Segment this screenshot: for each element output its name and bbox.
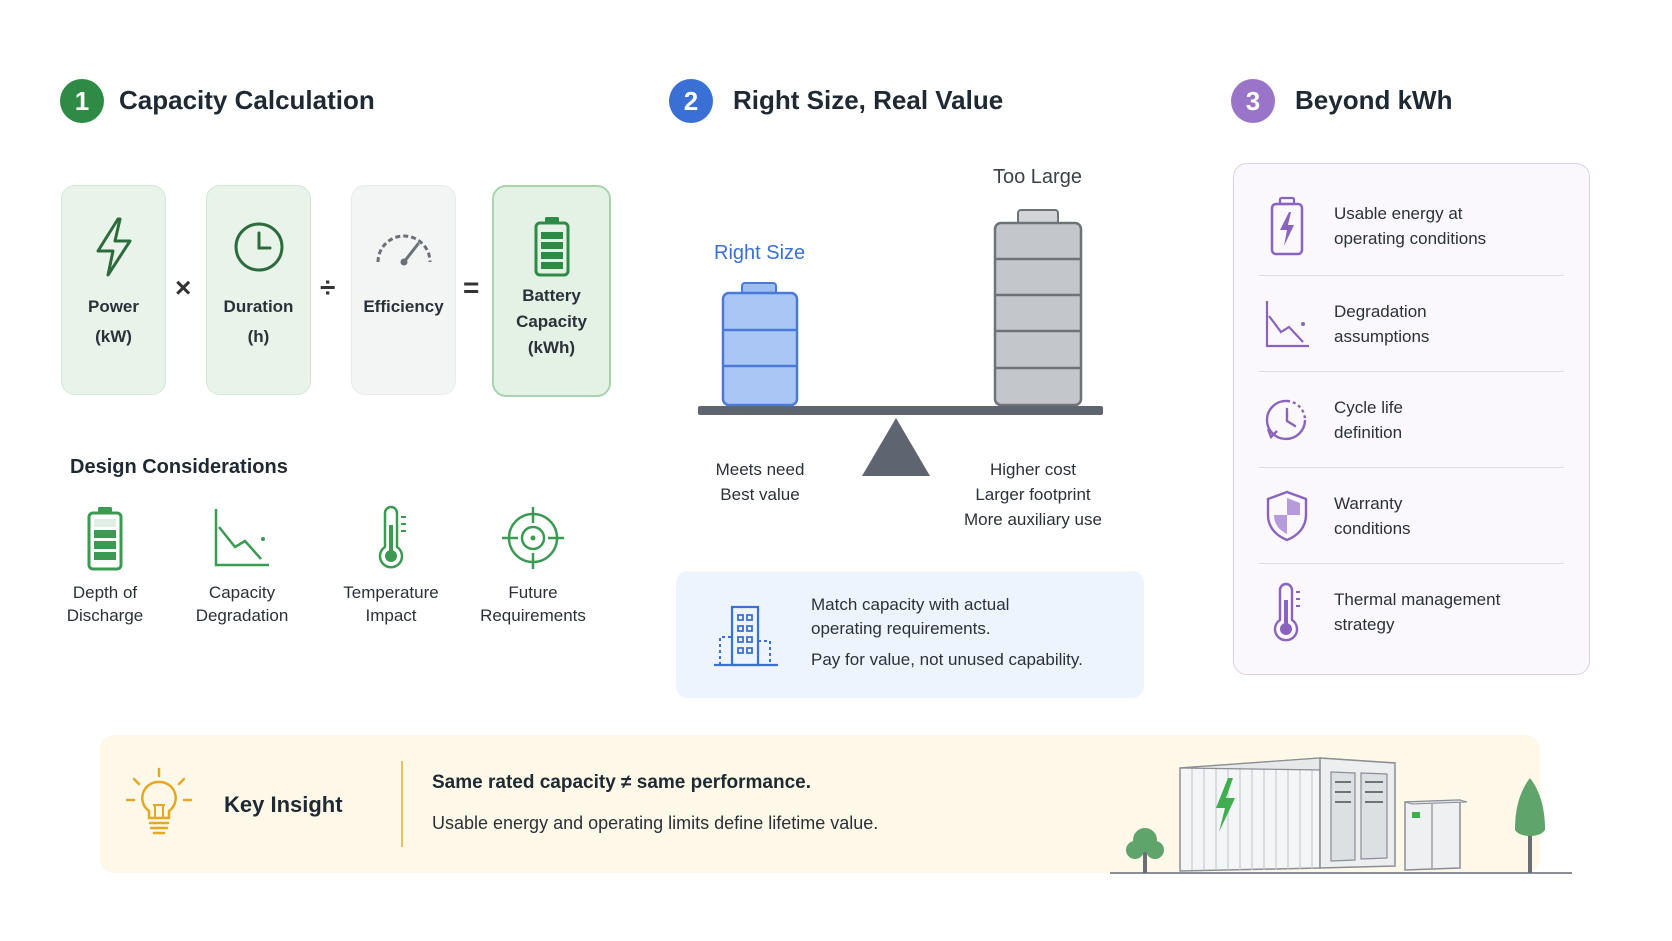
beyond-item-warranty: Warranty conditions: [1258, 468, 1564, 563]
multiply-operator: ×: [175, 272, 192, 303]
divider: [1258, 371, 1564, 372]
divider: [1258, 467, 1564, 468]
battery-label-1: Battery: [522, 286, 581, 305]
temperature-label-1: Temperature: [343, 583, 439, 602]
lightning-icon: [96, 217, 131, 277]
declining-chart-icon: [214, 509, 269, 567]
dod-label-2: Discharge: [66, 606, 144, 625]
battery-container: [1179, 757, 1396, 872]
scale-beam: [698, 406, 1103, 415]
tree-icon: [1515, 778, 1545, 873]
dod-label-1: Depth of: [72, 583, 138, 602]
shield-icon: [1266, 490, 1308, 541]
thermal-line-2: strategy: [1334, 614, 1395, 634]
section-1-badge: 1: [60, 79, 104, 123]
beyond-item-usable-energy: Usable energy at operating conditions: [1258, 178, 1564, 273]
duration-label: Duration: [223, 297, 294, 316]
power-card: Power (kW): [61, 185, 166, 395]
thermometer-icon: [1273, 582, 1300, 641]
future-requirements-item: Future Requirements: [458, 505, 608, 627]
design-considerations-title: Design Considerations: [70, 456, 288, 478]
degradation-label-1: Capacity: [208, 583, 276, 602]
more-auxiliary-text: More auxiliary use: [964, 510, 1102, 529]
declining-chart-icon: [1265, 300, 1309, 347]
section-3-title: Beyond kWh: [1295, 85, 1453, 115]
capacity-degradation-item: Capacity Degradation: [167, 505, 317, 627]
depth-of-discharge-item: Depth of Discharge: [30, 505, 180, 627]
section-2-title: Right Size, Real Value: [733, 85, 1004, 115]
match-line-3: Pay for value, not unused capability.: [811, 650, 1083, 669]
clock-icon: [234, 222, 283, 272]
section-1-title: Capacity Calculation: [119, 85, 375, 115]
insight-body: Usable energy and operating limits defin…: [432, 813, 879, 833]
battery-label-3: (kWh): [527, 338, 576, 357]
duration-card: Duration (h): [206, 185, 311, 395]
efficiency-card: Efficiency: [351, 185, 456, 395]
building-icon: [714, 605, 778, 667]
key-insight-label: Key Insight: [224, 792, 343, 817]
battery-bolt-icon: [1270, 196, 1304, 255]
energy-storage-illustration: [1110, 757, 1572, 874]
beyond-item-thermal: Thermal management strategy: [1258, 564, 1564, 659]
usable-energy-line-2: operating conditions: [1334, 228, 1487, 248]
equals-operator: =: [463, 272, 480, 303]
cycle-life-line-1: Cycle life: [1334, 397, 1403, 417]
tree-icon: [1126, 828, 1164, 873]
warranty-line-1: Warranty: [1334, 493, 1403, 513]
target-icon: [502, 507, 564, 569]
degradation-line-2: assumptions: [1334, 326, 1430, 346]
beyond-kwh-panel: Usable energy at operating conditions De…: [1233, 163, 1590, 675]
battery-icon: [87, 507, 123, 571]
larger-footprint-text: Larger footprint: [975, 485, 1091, 504]
battery-capacity-card: Battery Capacity (kWh): [492, 185, 611, 397]
right-size-label: Right Size: [714, 242, 806, 264]
temperature-label-2: Impact: [365, 606, 417, 625]
cycle-life-line-2: definition: [1334, 422, 1403, 442]
higher-cost-text: Higher cost: [990, 460, 1076, 479]
beyond-item-degradation: Degradation assumptions: [1258, 276, 1564, 371]
match-line-2: operating requirements.: [811, 619, 991, 638]
match-capacity-box: Match capacity with actual operating req…: [676, 571, 1144, 698]
balance-scale-illustration: [698, 209, 1103, 476]
best-value-text: Best value: [720, 485, 800, 504]
power-unit: (kW): [95, 327, 132, 346]
too-large-battery: [993, 209, 1083, 407]
thermal-line-1: Thermal management: [1334, 589, 1501, 609]
scale-fulcrum: [862, 418, 930, 476]
future-label-2: Requirements: [480, 606, 586, 625]
insight-divider: [401, 761, 403, 847]
insight-headline: Same rated capacity ≠ same performance.: [432, 772, 811, 793]
match-line-1: Match capacity with actual: [811, 595, 1010, 614]
degradation-line-1: Degradation: [1334, 301, 1427, 321]
right-size-battery: [721, 282, 799, 407]
gauge-icon: [376, 234, 431, 266]
beyond-item-cycle-life: Cycle life definition: [1258, 372, 1564, 467]
lightbulb-icon: [126, 767, 192, 835]
divide-operator: ÷: [320, 272, 336, 303]
inverter-cabinet: [1404, 799, 1468, 871]
thermometer-icon: [378, 505, 406, 569]
meets-need-text: Meets need: [715, 460, 805, 479]
duration-unit: (h): [247, 327, 270, 346]
divider: [1258, 563, 1564, 564]
too-large-notes: Higher cost Larger footprint More auxili…: [943, 457, 1123, 532]
efficiency-label: Efficiency: [363, 297, 444, 316]
right-size-notes: Meets need Best value: [690, 457, 830, 507]
too-large-label: Too Large: [993, 166, 1082, 188]
temperature-impact-item: Temperature Impact: [316, 505, 466, 627]
battery-icon: [534, 217, 569, 277]
degradation-label-2: Degradation: [195, 606, 289, 625]
future-label-1: Future: [508, 583, 558, 602]
section-3-badge: 3: [1231, 79, 1275, 123]
cycle-clock-icon: [1265, 399, 1307, 440]
usable-energy-line-1: Usable energy at: [1334, 203, 1463, 223]
battery-label-2: Capacity: [516, 312, 587, 331]
section-2-badge: 2: [669, 79, 713, 123]
divider: [1258, 275, 1564, 276]
warranty-line-2: conditions: [1334, 518, 1411, 538]
power-label: Power: [87, 297, 140, 316]
